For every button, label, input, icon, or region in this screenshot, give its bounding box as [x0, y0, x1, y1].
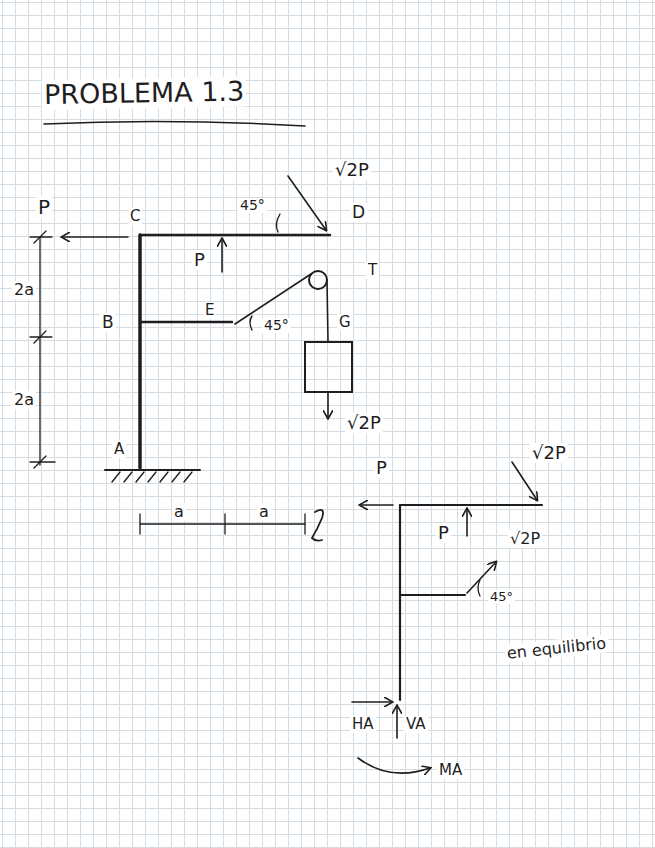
- dimension-label: 2a: [12, 281, 36, 299]
- column: [138, 235, 142, 468]
- force-label: P: [436, 523, 451, 543]
- dimension-ticks: [30, 231, 55, 468]
- force-label: √2P: [508, 530, 542, 548]
- dimension-line: [140, 523, 305, 524]
- dimension-label: a: [257, 503, 271, 521]
- angle-arc: [478, 580, 480, 596]
- point-label: A: [112, 441, 126, 458]
- force-arrow: [512, 462, 537, 500]
- point-label: C: [128, 208, 142, 225]
- fbd-column: [399, 505, 401, 700]
- reaction-label: MA: [437, 762, 464, 779]
- fbd-beam: [400, 504, 542, 506]
- cable-vertical: [327, 280, 328, 342]
- ground: [105, 469, 200, 471]
- title: PROBLEMA 1.3: [42, 76, 247, 109]
- angle-label: 45°: [262, 318, 291, 333]
- force-arrow: [467, 562, 496, 593]
- force-arrow: [221, 239, 223, 272]
- force-label: P: [36, 196, 52, 218]
- cable: [235, 274, 311, 324]
- point-label: D: [350, 203, 367, 222]
- point-label: G: [337, 314, 353, 331]
- angle-label: 45°: [488, 590, 515, 604]
- angle-arc: [276, 214, 280, 232]
- force-label: √2P: [530, 443, 568, 463]
- force-arrow: [62, 236, 128, 238]
- point-label: B: [100, 313, 116, 332]
- point-label: E: [203, 302, 216, 319]
- dimension-label: a: [172, 503, 186, 521]
- force-label: √2P: [345, 413, 383, 433]
- dimension-line: [39, 237, 40, 465]
- force-arrow: [288, 176, 326, 230]
- force-arrow: [360, 504, 393, 506]
- beam-be: [140, 321, 232, 324]
- beam-cd: [140, 234, 330, 237]
- ground-hatch: [112, 472, 192, 482]
- reaction-arrow: [352, 701, 392, 703]
- fbd-beam: [400, 594, 465, 596]
- moment-arrow: [358, 758, 430, 773]
- force-arrow: [466, 509, 468, 536]
- reaction-label: VA: [404, 716, 428, 733]
- force-label: √2P: [333, 160, 371, 180]
- title-underline: [44, 121, 305, 126]
- dimension-ticks: [140, 514, 305, 534]
- squiggle-mark: [312, 510, 323, 541]
- angle-label: 45°: [238, 198, 267, 213]
- point-label: T: [366, 262, 379, 279]
- weight-block: [305, 342, 352, 392]
- note-text: en equilibrio: [504, 634, 609, 662]
- force-label: P: [192, 250, 207, 270]
- force-label: P: [374, 458, 389, 478]
- angle-arc: [250, 316, 252, 330]
- weight-arrow: [327, 392, 329, 418]
- reaction-arrow: [396, 706, 398, 738]
- reaction-label: HA: [350, 716, 376, 733]
- dimension-label: 2a: [12, 391, 36, 409]
